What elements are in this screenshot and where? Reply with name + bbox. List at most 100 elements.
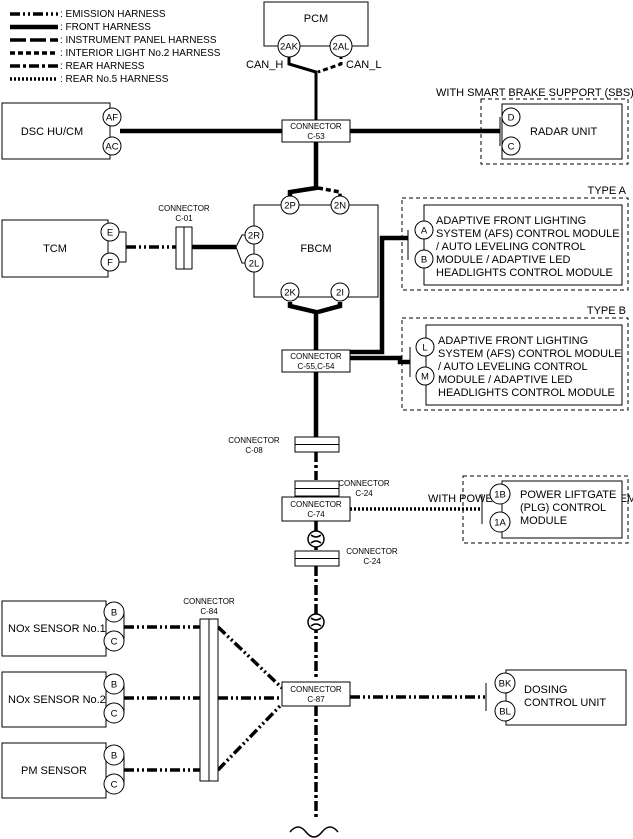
svg-text:CONTROL UNIT: CONTROL UNIT (524, 697, 606, 709)
legend-item-rear: : REAR HARNESS (60, 61, 145, 72)
svg-text:MODULE / ADAPTIVE LED: MODULE / ADAPTIVE LED (438, 374, 573, 386)
dsc-pin-2: AC (105, 142, 118, 153)
radar-label: RADAR UNIT (530, 126, 598, 138)
nox2-pin-2: C (111, 709, 118, 720)
nox1-pin-2: C (111, 637, 118, 648)
plg-group: WITH POWER LIFTGATE (PLG) SYSTEM POWER L… (428, 475, 633, 544)
pcm-pin-h: 2AK (280, 42, 299, 53)
svg-text:CONNECTOR: CONNECTOR (158, 204, 210, 213)
svg-text:/ AUTO LEVELING CONTROL: / AUTO LEVELING CONTROL (436, 241, 586, 253)
dosing-pin-2: BL (499, 707, 511, 718)
svg-text:HEADLIGHTS CONTROL MODULE: HEADLIGHTS CONTROL MODULE (436, 267, 613, 279)
connector-c74: CONNECTOR C-74 (281, 496, 351, 522)
afs-type-a-group: TYPE A ADAPTIVE FRONT LIGHTING SYSTEM (A… (401, 185, 629, 291)
connector-c84: CONNECTOR C-84 (183, 597, 235, 782)
nox2-pin-1: B (111, 680, 117, 691)
fbcm-pin-2p: 2P (284, 201, 296, 212)
plg-pin-1: 1B (494, 490, 506, 501)
legend: : EMISSION HARNESS : FRONT HARNESS : INS… (10, 9, 221, 85)
svg-text:CONNECTOR: CONNECTOR (290, 352, 342, 361)
fbcm-label: FBCM (300, 243, 331, 255)
svg-text:C-84: C-84 (200, 607, 218, 616)
afs-b-group-label: TYPE B (587, 305, 626, 317)
svg-text:C-87: C-87 (307, 695, 325, 704)
svg-text:MODULE: MODULE (520, 515, 567, 527)
twisted-pair-icon (307, 613, 325, 631)
svg-text:CONNECTOR: CONNECTOR (338, 479, 390, 488)
tcm-pin-1: E (107, 228, 113, 239)
fbcm-module: FBCM 2P 2N 2R 2L 2K 2I (244, 195, 379, 302)
svg-text:C-24: C-24 (355, 489, 373, 498)
nox1-label: NOx SENSOR No.1 (8, 623, 106, 635)
twisted-pair-icon (307, 530, 325, 548)
fbcm-pin-2k: 2K (284, 288, 296, 299)
afs-b-pin-1: L (422, 343, 427, 354)
afs-a-pin-1: A (421, 226, 428, 237)
connector-c24-upper: CONNECTOR C-24 (294, 479, 390, 498)
afs-a-pin-2: B (421, 255, 427, 266)
pm-pin-1: B (111, 751, 117, 762)
svg-text:C-55,C-54: C-55,C-54 (298, 362, 335, 371)
pm-pin-2: C (111, 780, 118, 791)
afs-a-group-label: TYPE A (587, 185, 626, 197)
dosing-control-unit: DOSING CONTROL UNIT BK BL (494, 669, 627, 726)
radar-pin-1: D (508, 113, 515, 124)
svg-text:HEADLIGHTS CONTROL MODULE: HEADLIGHTS CONTROL MODULE (438, 387, 615, 399)
plg-pin-2: 1A (494, 518, 506, 529)
fbcm-pin-2r: 2R (248, 231, 260, 242)
fbcm-pin-2i: 2I (336, 288, 344, 299)
svg-text:C-01: C-01 (175, 214, 193, 223)
svg-text:POWER LIFTGATE: POWER LIFTGATE (520, 489, 616, 501)
svg-text:C-53: C-53 (307, 132, 325, 141)
nox-sensor-2: NOx SENSOR No.2 B C (1, 671, 125, 728)
legend-item-emission: : EMISSION HARNESS (60, 9, 166, 20)
svg-text:CONNECTOR: CONNECTOR (183, 597, 235, 606)
radar-unit-group: WITH SMART BRAKE SUPPORT (SBS) RADAR UNI… (436, 87, 633, 165)
wires (118, 54, 501, 838)
fbcm-pin-2l: 2L (249, 259, 260, 270)
svg-text:ADAPTIVE FRONT LIGHTING: ADAPTIVE FRONT LIGHTING (436, 215, 586, 227)
svg-text:DOSING: DOSING (524, 684, 567, 696)
svg-text:(PLG) CONTROL: (PLG) CONTROL (520, 502, 606, 514)
legend-item-front: : FRONT HARNESS (60, 22, 151, 33)
pcm-module: PCM 2AK 2AL CAN_H CAN_L (246, 1, 381, 71)
svg-text:C-24: C-24 (363, 557, 381, 566)
connector-c08: CONNECTOR C-08 (228, 436, 340, 455)
svg-text:CONNECTOR: CONNECTOR (346, 547, 398, 556)
svg-text:CONNECTOR: CONNECTOR (290, 500, 342, 509)
can-l-label: CAN_L (346, 59, 381, 71)
pcm-pin-l: 2AL (333, 42, 350, 53)
nox1-pin-1: B (111, 608, 117, 619)
connector-c01: CONNECTOR C-01 (158, 204, 210, 270)
connector-c55-c54: CONNECTOR C-55,C-54 (281, 349, 351, 373)
can-h-label: CAN_H (246, 59, 283, 71)
svg-text:C-08: C-08 (245, 446, 263, 455)
dsc-pin-1: AF (106, 113, 118, 124)
afs-b-pin-2: M (421, 372, 429, 383)
pm-label: PM SENSOR (21, 765, 87, 777)
radar-group-label: WITH SMART BRAKE SUPPORT (SBS) (436, 87, 633, 99)
svg-text:CONNECTOR: CONNECTOR (228, 436, 280, 445)
radar-pin-2: C (508, 142, 515, 153)
tcm-label: TCM (43, 243, 67, 255)
nox-sensor-1: NOx SENSOR No.1 B C (1, 600, 125, 657)
svg-text:SYSTEM (AFS) CONTROL MODULE: SYSTEM (AFS) CONTROL MODULE (438, 348, 622, 360)
nox2-label: NOx SENSOR No.2 (8, 694, 106, 706)
svg-text:MODULE / ADAPTIVE LED: MODULE / ADAPTIVE LED (436, 254, 571, 266)
pcm-label: PCM (304, 13, 328, 25)
tcm-module: TCM E F (1, 219, 120, 278)
dosing-pin-1: BK (499, 679, 512, 690)
dsc-label: DSC HU/CM (21, 126, 83, 138)
legend-item-instrument-panel: : INSTRUMENT PANEL HARNESS (60, 35, 217, 46)
svg-text:SYSTEM (AFS) CONTROL MODULE: SYSTEM (AFS) CONTROL MODULE (436, 228, 620, 240)
afs-type-b-group: TYPE B ADAPTIVE FRONT LIGHTING SYSTEM (A… (401, 305, 629, 411)
svg-text:/ AUTO LEVELING CONTROL: / AUTO LEVELING CONTROL (438, 361, 588, 373)
svg-text:CONNECTOR: CONNECTOR (290, 122, 342, 131)
legend-item-interior-light: : INTERIOR LIGHT No.2 HARNESS (60, 48, 221, 59)
tcm-pin-2: F (107, 258, 113, 269)
legend-item-rear5: : REAR No.5 HARNESS (60, 74, 169, 85)
pm-sensor: PM SENSOR B C (1, 742, 125, 799)
connector-c53: CONNECTOR C-53 (281, 119, 351, 143)
svg-text:C-74: C-74 (307, 510, 325, 519)
svg-text:CONNECTOR: CONNECTOR (290, 685, 342, 694)
